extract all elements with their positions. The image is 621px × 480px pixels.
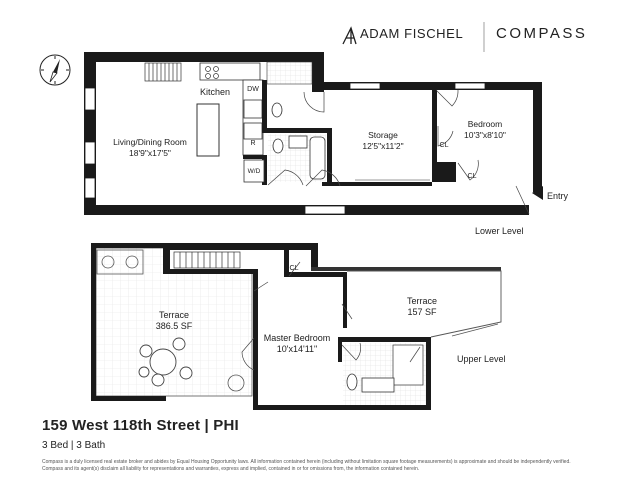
upper-level-label: Upper Level (457, 354, 506, 364)
entry-label: Entry (547, 191, 569, 201)
room-master-dims: 10'x14'11" (277, 344, 318, 354)
compass-logo-mark (342, 26, 357, 45)
patio-table-icon (138, 337, 193, 387)
room-bedroom-label: Bedroom (468, 119, 503, 129)
room-living-dims: 18'9"x17'5" (129, 148, 171, 158)
room-storage-dims: 12'5"x11'2" (362, 141, 403, 151)
compass-rose-icon (39, 54, 71, 86)
terrace-east-size: 157 SF (407, 307, 437, 317)
planter-icon (96, 249, 245, 392)
closet-label: CL (290, 265, 299, 272)
brokerage-name: COMPASS (496, 25, 588, 42)
lower-level-label: Lower Level (475, 226, 524, 236)
entry-arrow-icon (532, 186, 543, 200)
terrace-east-label: Terrace (407, 296, 437, 306)
closet-label: CL (440, 142, 449, 149)
room-kitchen-label: Kitchen (200, 87, 230, 97)
room-master-label: Master Bedroom (264, 333, 331, 343)
legal-disclaimer: Compass is a duly licensed real estate b… (42, 459, 571, 472)
agent-name: ADAM FISCHEL (360, 26, 464, 41)
room-bedroom-dims: 10'3"x8'10" (464, 130, 506, 140)
dishwasher-label: DW (247, 86, 259, 93)
closet-label: CL (468, 173, 477, 180)
listing-address: 159 West 118th Street | PHI (42, 417, 239, 434)
lower-level-plan (84, 52, 542, 215)
fridge-label: R (250, 140, 255, 147)
washer-dryer-label: W/D (248, 168, 261, 175)
terrace-west-size: 386.5 SF (156, 321, 193, 331)
upper-level-plan (91, 186, 543, 410)
room-storage-label: Storage (368, 130, 398, 140)
listing-beds-baths: 3 Bed | 3 Bath (42, 440, 106, 451)
room-living-label: Living/Dining Room (113, 137, 187, 147)
terrace-west-label: Terrace (159, 310, 189, 320)
